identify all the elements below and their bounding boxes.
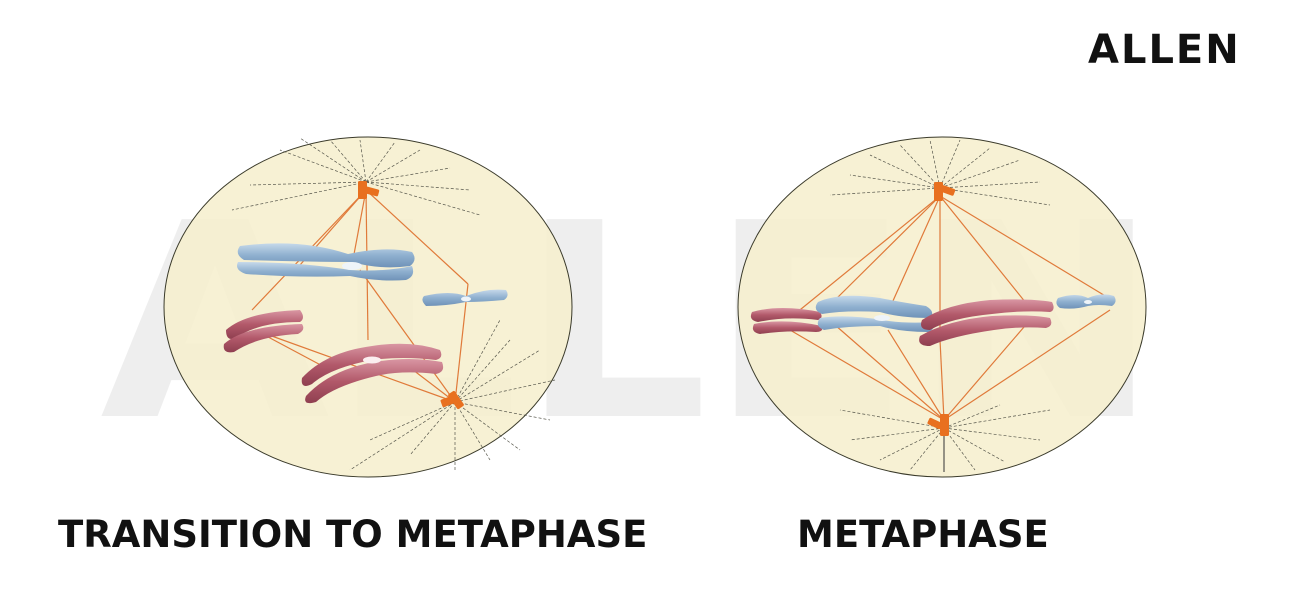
cell-metaphase [738, 137, 1146, 477]
caption-transition-to-metaphase: TRANSITION TO METAPHASE [58, 516, 647, 553]
caption-metaphase: METAPHASE [797, 516, 1049, 553]
cell-transition-to-metaphase [164, 137, 572, 477]
allen-logo: ALLEN [1088, 30, 1241, 70]
